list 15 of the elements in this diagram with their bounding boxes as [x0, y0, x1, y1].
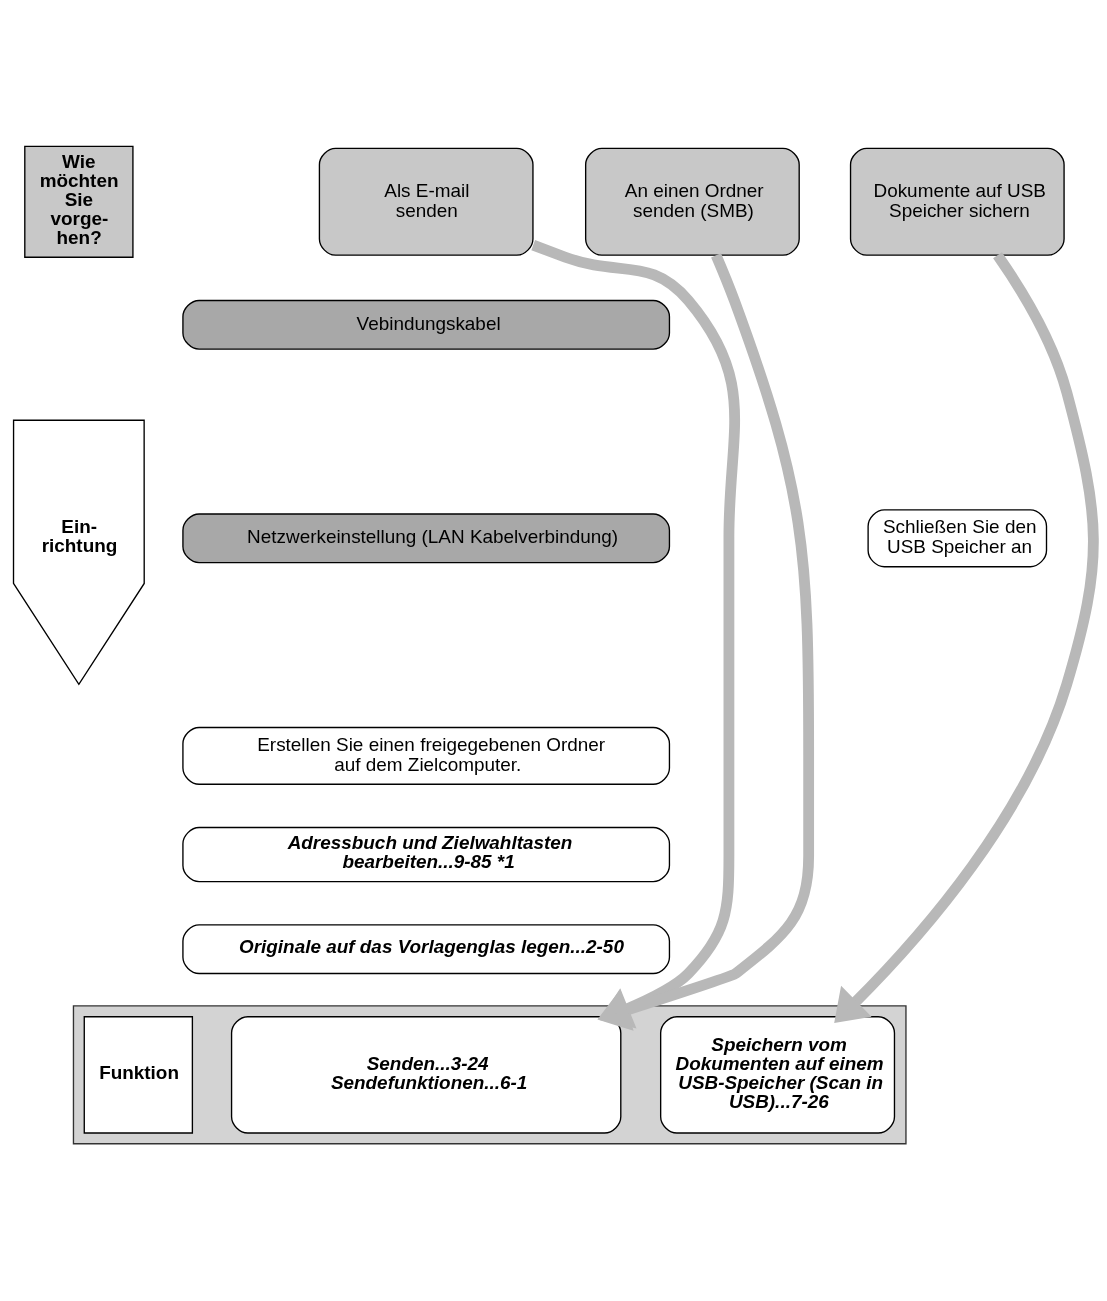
- node-box: Schließen Sie den USB Speicher an: [867, 509, 1048, 568]
- node-box: Wie möchten Sie vorge- hen?: [24, 145, 134, 258]
- node-box: Dokumente auf USB Speicher sichern: [849, 147, 1065, 256]
- arrow: [834, 252, 1099, 1024]
- node-box: An einen Ordner senden (SMB): [585, 147, 800, 256]
- node-box: Als E-mail senden: [318, 147, 534, 256]
- node-box: Speichern vom Dokumenten auf einem USB-Speicher (Scan in USB)...7-26: [660, 1016, 896, 1134]
- node-box: Originale auf das Vorlagenglas legen...2-50: [182, 924, 671, 975]
- node-box: Senden...3-24 Sendefunktionen...6-1: [230, 1016, 622, 1134]
- node-box: Erstellen Sie einen freigegebenen Ordner auf dem Zielcomputer.: [182, 726, 671, 785]
- node-box: Netzwerkeinstellung (LAN Kabelverbindung): [182, 513, 671, 564]
- node-box: Funktion: [83, 1016, 194, 1134]
- cluster: [72, 1005, 907, 1145]
- node-box: Vebindungskabel: [182, 299, 671, 350]
- node-box: Adressbuch und Zielwahltasten bearbeiten...9-85 *1: [182, 826, 671, 883]
